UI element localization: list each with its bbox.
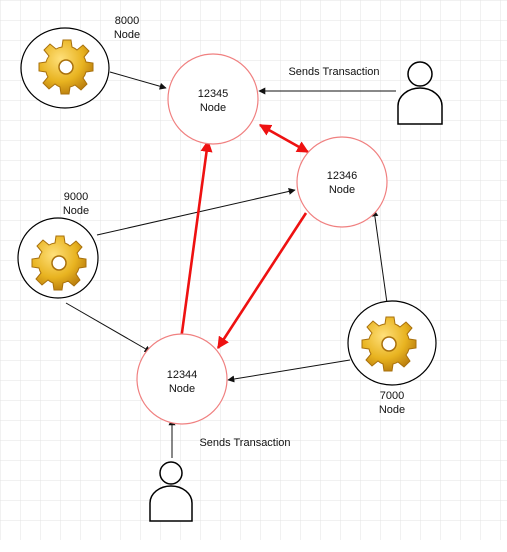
server-7000: 7000 Node bbox=[347, 300, 437, 416]
server-7000-port: 7000 bbox=[380, 390, 404, 402]
node-12344-number: 12344 bbox=[167, 369, 198, 381]
gear-icon bbox=[31, 235, 87, 291]
server-8000-label: Node bbox=[114, 29, 140, 41]
node-12344-label: Node bbox=[169, 383, 195, 395]
edge-9000-to-12346 bbox=[96, 187, 296, 236]
edge-8000-to-12345 bbox=[109, 71, 167, 90]
gear-icon bbox=[38, 39, 94, 95]
user-top-caption: Sends Transaction bbox=[288, 66, 379, 78]
node-12346-number: 12346 bbox=[327, 170, 358, 182]
server-8000: 8000 Node bbox=[20, 15, 140, 109]
server-9000: 9000 Node bbox=[17, 191, 99, 299]
node-12346: 12346 Node bbox=[296, 136, 388, 228]
node-12344: 12344 Node bbox=[136, 333, 228, 425]
node-12345-number: 12345 bbox=[198, 88, 229, 100]
edge-7000-to-12344 bbox=[227, 359, 351, 383]
user-bottom-caption: Sends Transaction bbox=[199, 437, 290, 449]
server-7000-label: Node bbox=[379, 404, 405, 416]
user-bottom: Sends Transaction bbox=[149, 437, 291, 522]
user-icon bbox=[149, 461, 193, 522]
edge-12345-12346-bidirectional bbox=[258, 123, 310, 154]
user-top: Sends Transaction bbox=[288, 61, 443, 125]
edge-7000-to-12346 bbox=[371, 209, 388, 304]
server-9000-port: 9000 bbox=[64, 191, 88, 203]
node-12345: 12345 Node bbox=[167, 53, 259, 145]
gear-icon bbox=[361, 316, 417, 372]
edge-12346-to-12344 bbox=[216, 212, 308, 350]
user-icon bbox=[397, 61, 443, 125]
server-9000-label: Node bbox=[63, 205, 89, 217]
server-8000-port: 8000 bbox=[115, 15, 139, 27]
edge-9000-to-12344 bbox=[65, 302, 152, 353]
node-12346-label: Node bbox=[329, 184, 355, 196]
edge-12344-to-12345 bbox=[179, 139, 213, 341]
node-12345-label: Node bbox=[200, 102, 226, 114]
